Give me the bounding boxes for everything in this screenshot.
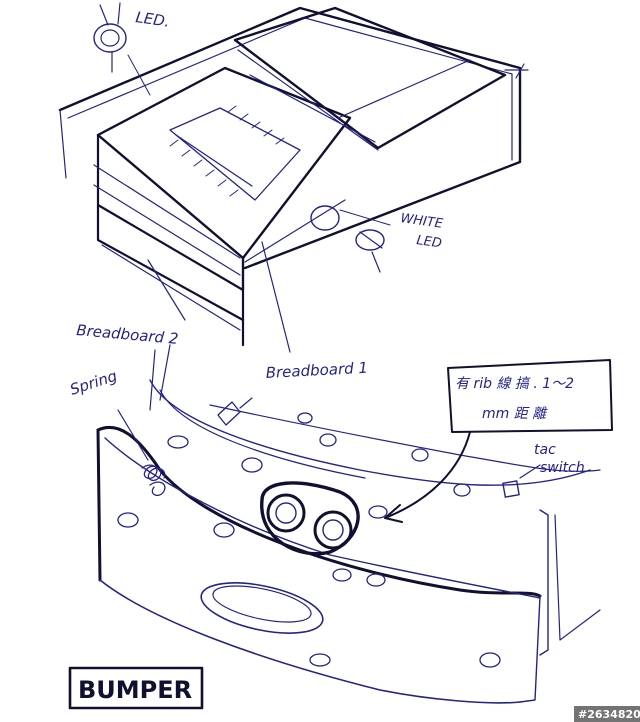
- note-text-line2: mm 距 離: [482, 406, 548, 422]
- spring-label: Spring: [68, 367, 120, 399]
- leader-breadboard1: [261, 241, 291, 353]
- bumper-title: BUMPER: [78, 676, 192, 704]
- bumper-led-icon: [217, 397, 253, 426]
- breadboard-2-label: Breadboard 2: [76, 321, 179, 348]
- tac-switch-icon: [502, 464, 541, 498]
- breadboard-2-stack: [96, 203, 245, 331]
- watermark-bg: [574, 706, 640, 722]
- white-led-label-line1: WHITE: [399, 211, 444, 232]
- front-oval-window: [200, 582, 324, 634]
- breadboard-tray: [58, 6, 529, 270]
- ic-chip: [169, 105, 301, 201]
- led-label: LED.: [134, 8, 170, 31]
- white-led-icon: [310, 205, 391, 273]
- white-led-label-line2: LED: [415, 233, 442, 251]
- mounting-holes: [117, 412, 501, 668]
- bumper-body: [96, 344, 601, 704]
- watermark-text: #2634820: [578, 708, 640, 721]
- tac-switch-label-line1: tac: [534, 442, 556, 458]
- breadboard-1: [93, 66, 352, 347]
- spring-icon: [117, 409, 166, 497]
- breadboard-1-label: Breadboard 1: [265, 359, 368, 382]
- breadboard-2: [233, 6, 507, 151]
- note-box: [384, 359, 613, 523]
- note-text-line1: 有 rib 線 搞 . 1～2: [455, 376, 574, 392]
- bumper-label-box: [68, 666, 204, 710]
- tac-switch-label-line2: switch: [540, 460, 585, 476]
- ultrasonic-sensor-icon: [260, 481, 360, 556]
- leader-breadboard2: [147, 259, 186, 321]
- led-icon: [93, 2, 151, 96]
